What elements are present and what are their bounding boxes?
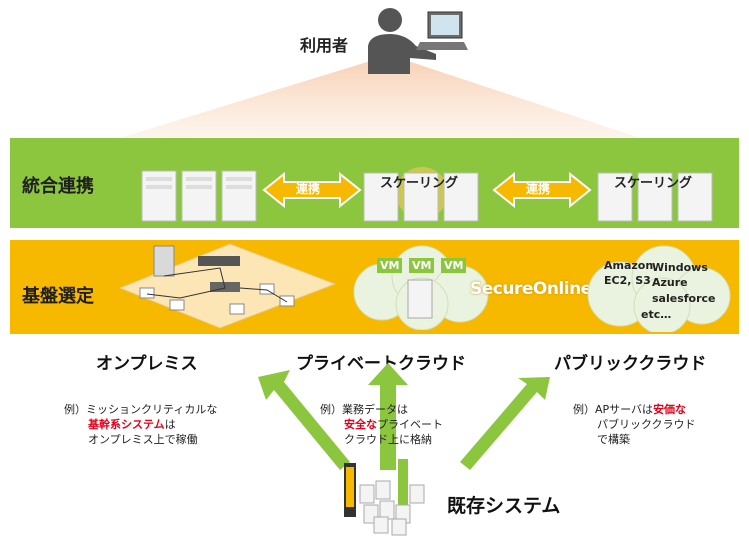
column-title-public-cloud: パブリッククラウド xyxy=(554,354,707,374)
scaling-label-1: スケーリング xyxy=(380,176,459,191)
note-public-line3: で構築 xyxy=(597,433,630,446)
link-label-1: 連携 xyxy=(296,182,321,196)
note-public-prefix: 例）APサーバは xyxy=(573,403,654,416)
note-onpremise-line3: オンプレミス上で稼働 xyxy=(88,433,198,446)
note-private-line1: 例）業務データは xyxy=(320,403,408,416)
server-group-private xyxy=(363,167,479,222)
vm-badge-1: VM xyxy=(377,258,403,273)
note-onpremise-line1: 例）ミッションクリティカルな xyxy=(64,403,218,416)
server-group-public xyxy=(597,172,713,222)
link-arrow-left xyxy=(262,171,362,209)
note-onpremise: 例）ミッションクリティカルな 基幹系システムは オンプレミス上で稼働 xyxy=(64,402,264,447)
note-private-line3: クラウド上に格納 xyxy=(344,433,432,446)
onpremise-network-illustration xyxy=(118,243,337,329)
note-onpremise-highlight: 基幹系システム xyxy=(88,418,165,431)
vm-badge-2: VM xyxy=(409,258,435,273)
vm-badge-3: VM xyxy=(441,258,467,273)
public-service-etc: etc… xyxy=(641,308,672,321)
private-cloud-shape xyxy=(353,245,489,330)
public-service-amazon: Amazon EC2, S3 xyxy=(604,259,654,287)
note-private-highlight: 安全な xyxy=(344,418,377,431)
scaling-label-2: スケーリング xyxy=(614,176,693,191)
legacy-system-label: 既存システム xyxy=(447,495,561,517)
note-private-mid: プライベート xyxy=(377,418,443,431)
link-label-2: 連携 xyxy=(526,182,551,196)
note-private-cloud: 例）業務データは 安全なプライベート クラウド上に格納 xyxy=(320,402,490,447)
integration-title: 統合連携 xyxy=(22,176,94,197)
note-private-line2: 安全なプライベート xyxy=(320,417,490,432)
note-onpremise-line2: 基幹系システムは xyxy=(64,417,264,432)
public-cloud-shape xyxy=(587,245,731,332)
legacy-system-illustration xyxy=(344,459,425,536)
user-label: 利用者 xyxy=(300,36,349,55)
link-arrow-right xyxy=(492,171,592,209)
note-public-cloud: 例）APサーバは安価な パブリッククラウド で構築 xyxy=(573,402,743,447)
user-at-laptop-icon xyxy=(368,8,468,74)
server-group-onpremise xyxy=(141,170,257,222)
secure-online-logo: SecureOnline xyxy=(470,279,592,299)
note-public-highlight: 安価な xyxy=(653,403,687,416)
column-title-onpremise: オンプレミス xyxy=(96,354,198,374)
note-onpremise-mid: は xyxy=(164,418,176,431)
public-service-azure: Windows Azure xyxy=(652,261,708,289)
user-light-cone xyxy=(120,55,640,138)
note-public-line2: パブリッククラウド xyxy=(597,418,696,431)
public-service-salesforce: salesforce xyxy=(652,292,716,305)
note-public-line1: 例）APサーバは安価な xyxy=(573,402,743,417)
platform-title: 基盤選定 xyxy=(22,286,94,307)
column-title-private-cloud: プライベートクラウド xyxy=(296,354,466,374)
